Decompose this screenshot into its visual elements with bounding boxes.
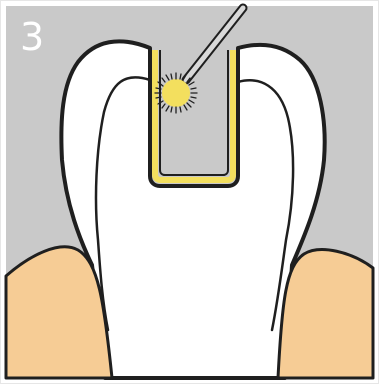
gum-right	[278, 250, 373, 378]
step-number-label: 3	[20, 18, 44, 56]
